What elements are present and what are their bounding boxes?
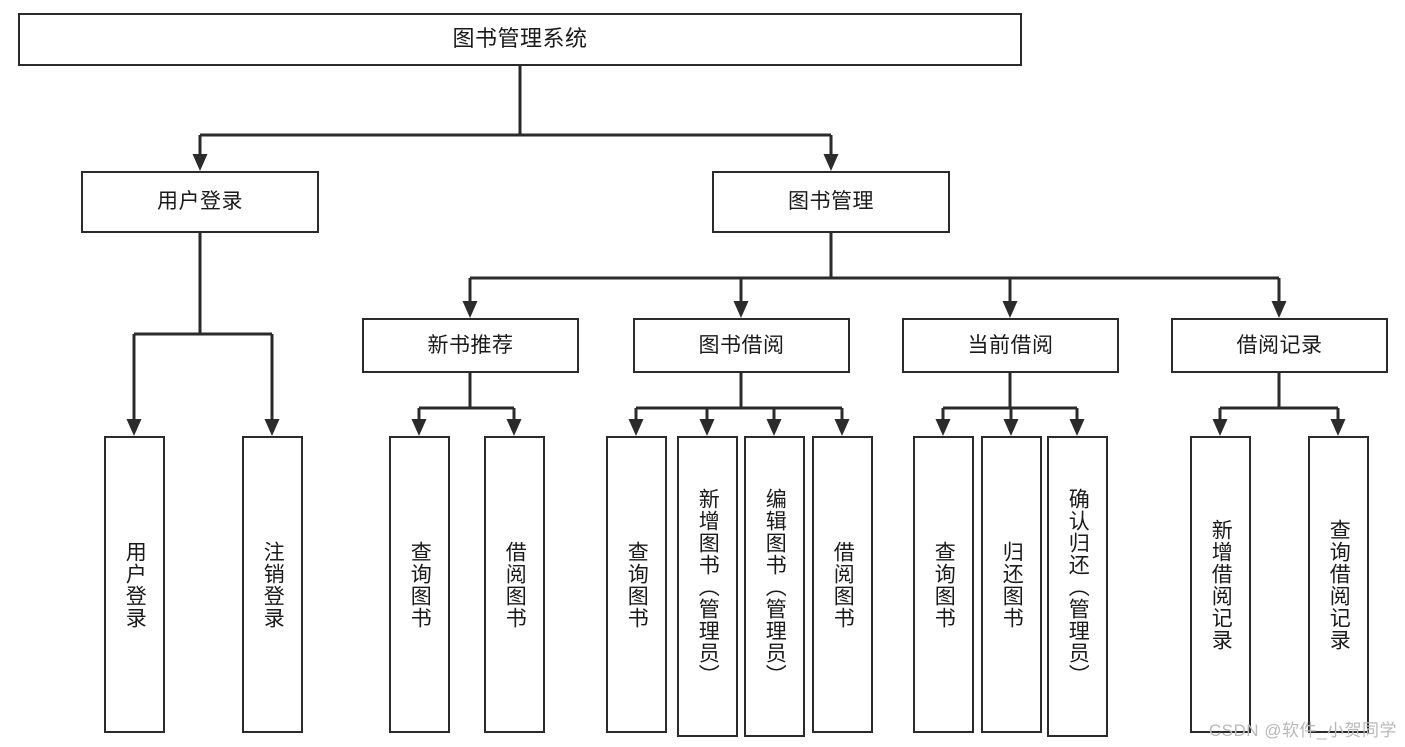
- leaf-node-6[interactable]: 编辑图书（管理员）: [744, 436, 805, 737]
- level3-node-label-3: 借阅记录: [1236, 333, 1323, 357]
- level3-node-label-2: 当前借阅: [967, 333, 1054, 357]
- leaf-node-10[interactable]: 确认归还（管理员）: [1047, 436, 1108, 737]
- group-3-arrow-0-head: [1212, 419, 1228, 436]
- login-arrow-0-head: [126, 419, 142, 436]
- group-0-arrow-0-head: [411, 419, 427, 436]
- group-2-arrow-0-head: [935, 419, 951, 436]
- group-1-arrow-3-head: [834, 419, 850, 436]
- group-1-arrow-0-head: [628, 419, 644, 436]
- level3-node-3[interactable]: 借阅记录: [1171, 318, 1388, 373]
- login-arrow-1-head: [264, 419, 280, 436]
- leaf-node-4[interactable]: 查询图书: [606, 436, 667, 733]
- root-arrow-1-head: [823, 154, 839, 171]
- leaf-node-8[interactable]: 查询图书: [913, 436, 974, 733]
- level3-node-1[interactable]: 图书借阅: [633, 318, 850, 373]
- manage-arrow-3-head: [1271, 301, 1287, 318]
- root-node-0[interactable]: 图书管理系统: [18, 13, 1022, 66]
- leaf-node-label-9: 归还图书: [1000, 540, 1024, 629]
- group-2-arrow-1-head: [1003, 419, 1019, 436]
- leaf-node-3[interactable]: 借阅图书: [484, 436, 545, 733]
- leaf-node-label-12: 查询借阅记录: [1327, 518, 1351, 651]
- manage-arrow-2-head: [1002, 301, 1018, 318]
- leaf-node-label-7: 借阅图书: [831, 540, 855, 629]
- leaf-node-label-6: 编辑图书（管理员）: [763, 487, 787, 686]
- leaf-node-2[interactable]: 查询图书: [389, 436, 450, 733]
- leaf-node-1[interactable]: 注销登录: [242, 436, 303, 733]
- leaf-node-0[interactable]: 用户登录: [104, 436, 165, 733]
- root-arrow-0-head: [192, 154, 208, 171]
- level2-node-0[interactable]: 用户登录: [81, 171, 319, 233]
- level3-node-2[interactable]: 当前借阅: [902, 318, 1119, 373]
- leaf-node-5[interactable]: 新增图书（管理员）: [677, 436, 738, 737]
- leaf-node-label-1: 注销登录: [261, 540, 285, 629]
- leaf-node-label-0: 用户登录: [123, 540, 147, 629]
- level2-node-1[interactable]: 图书管理: [712, 171, 950, 233]
- leaf-node-9[interactable]: 归还图书: [981, 436, 1042, 733]
- group-1-arrow-2-head: [766, 419, 782, 436]
- manage-arrow-0-head: [462, 301, 478, 318]
- leaf-node-label-11: 新增借阅记录: [1209, 518, 1233, 651]
- leaf-node-label-10: 确认归还（管理员）: [1066, 487, 1090, 686]
- manage-arrow-1-head: [733, 301, 749, 318]
- leaf-node-12[interactable]: 查询借阅记录: [1308, 436, 1369, 733]
- group-1-arrow-1-head: [699, 419, 715, 436]
- leaf-node-label-5: 新增图书（管理员）: [696, 487, 720, 686]
- level3-node-label-1: 图书借阅: [698, 333, 785, 357]
- watermark-text: CSDN @软件_小贺同学: [1208, 721, 1397, 740]
- level2-node-label-1: 图书管理: [788, 190, 874, 214]
- root-node-label-0: 图书管理系统: [452, 26, 588, 52]
- leaf-node-label-3: 借阅图书: [503, 540, 527, 629]
- leaf-node-label-8: 查询图书: [932, 540, 956, 629]
- level2-node-label-0: 用户登录: [157, 190, 243, 214]
- group-3-arrow-1-head: [1330, 419, 1346, 436]
- level3-node-label-0: 新书推荐: [427, 333, 514, 357]
- level3-node-0[interactable]: 新书推荐: [362, 318, 579, 373]
- group-2-arrow-2-head: [1069, 419, 1085, 436]
- leaf-node-11[interactable]: 新增借阅记录: [1190, 436, 1251, 733]
- leaf-node-7[interactable]: 借阅图书: [812, 436, 873, 733]
- group-0-arrow-1-head: [506, 419, 522, 436]
- leaf-node-label-2: 查询图书: [408, 540, 432, 629]
- leaf-node-label-4: 查询图书: [625, 540, 649, 629]
